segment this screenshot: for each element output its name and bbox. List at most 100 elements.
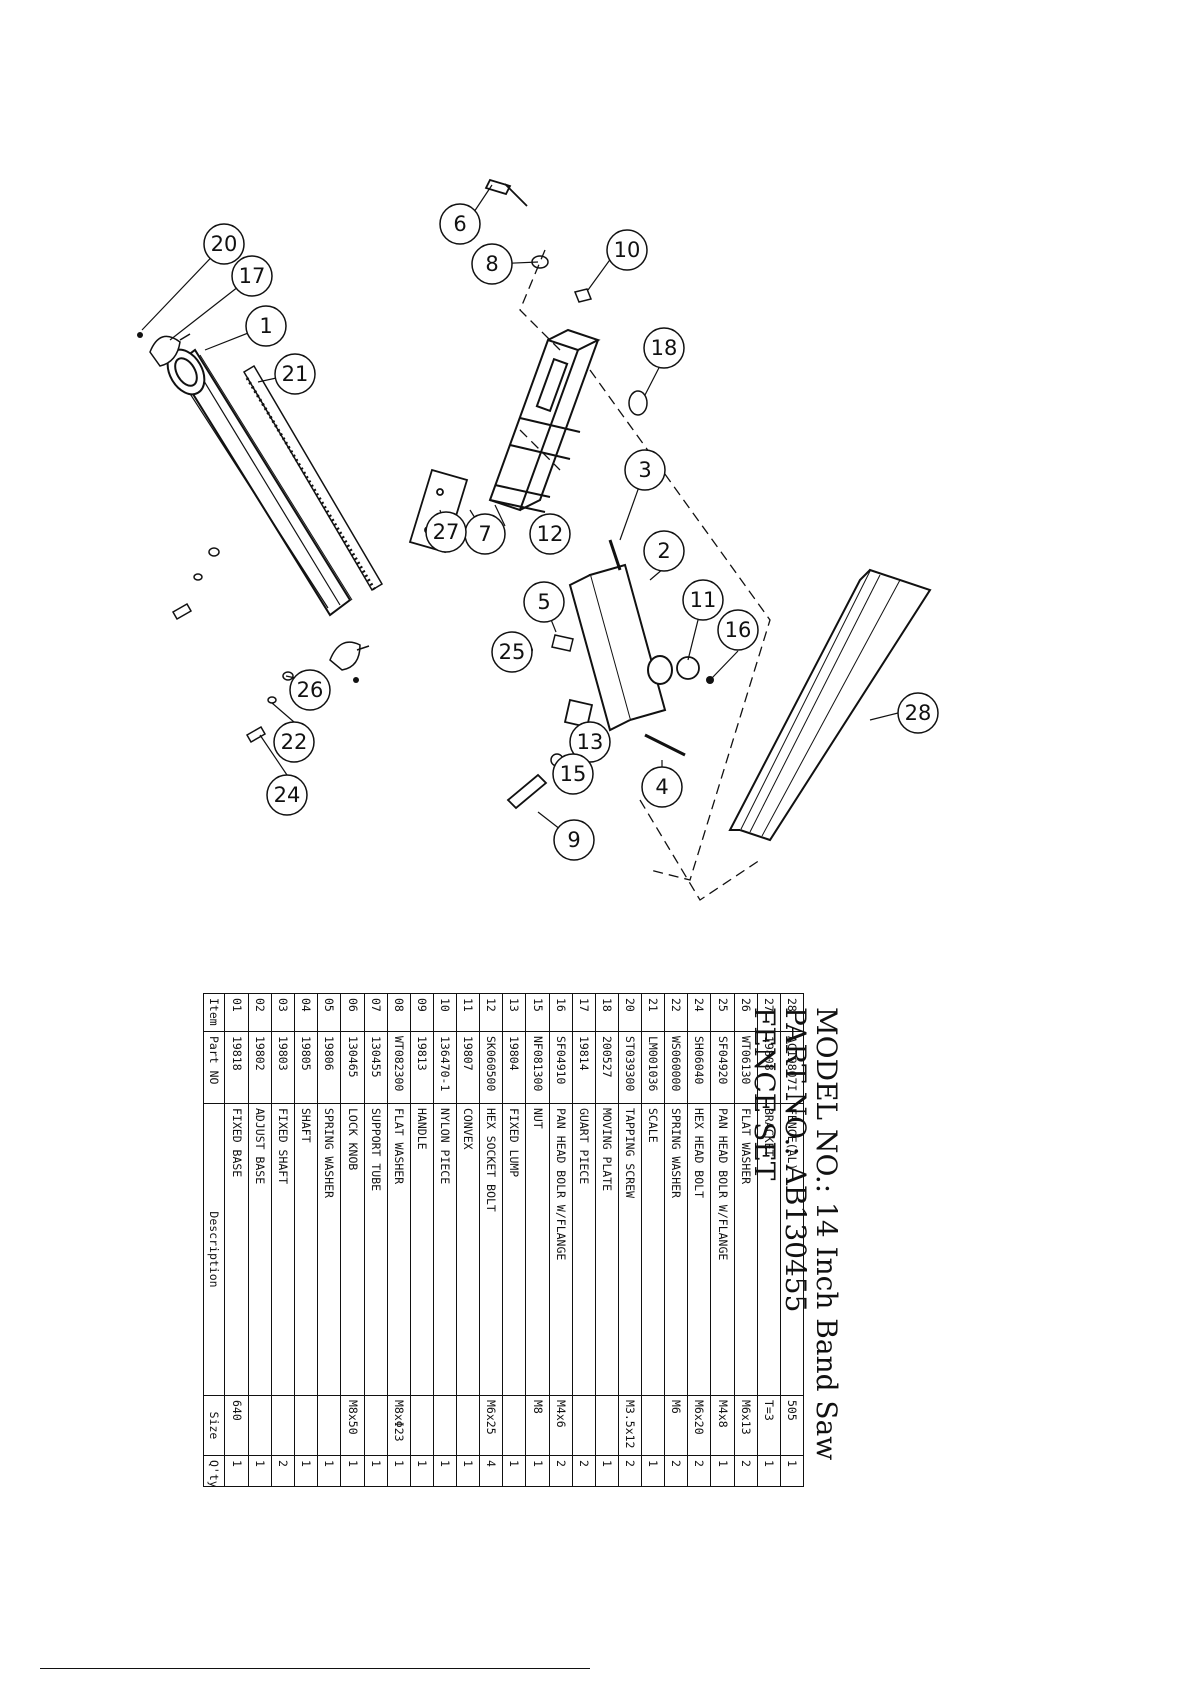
cell-qty: 1	[294, 1455, 318, 1487]
cell-size: 640	[225, 1395, 249, 1456]
cell-qty: 2	[734, 1455, 758, 1487]
cell-item: 02	[248, 993, 272, 1032]
callout-3: 3	[624, 449, 666, 491]
part-fixed-base-rail	[166, 348, 353, 617]
cell-size: M6x25	[479, 1395, 503, 1456]
cell-item: 17	[572, 993, 596, 1032]
cell-qty: 2	[549, 1455, 573, 1487]
cell-qty: 1	[317, 1455, 341, 1487]
cell-description: SHAFT	[294, 1103, 318, 1396]
cell-part-no: 19807	[456, 1031, 480, 1104]
cell-qty: 2	[572, 1455, 596, 1487]
cell-size	[248, 1395, 272, 1456]
svg-text:25: 25	[499, 640, 526, 664]
cell-part-no: SK060500	[479, 1031, 503, 1104]
cell-size	[595, 1395, 619, 1456]
cell-part-no: 19806	[317, 1031, 341, 1104]
callout-6: 6	[439, 203, 481, 245]
cell-description: FIXED SHAFT	[271, 1103, 295, 1396]
svg-text:18: 18	[651, 336, 678, 360]
cell-item: 11	[456, 993, 480, 1032]
cell-size	[410, 1395, 434, 1456]
parts-table-header-row: Item Part NO Description Size Q'ty	[203, 993, 225, 1487]
callout-7: 7	[464, 513, 506, 555]
cell-qty: 1	[433, 1455, 457, 1487]
cell-part-no: SF04910	[549, 1031, 573, 1104]
cell-part-no: WT082300	[387, 1031, 411, 1104]
callout-17: 17	[231, 255, 273, 297]
cell-description: FLAT WASHER	[734, 1103, 758, 1396]
part-rail-bolts	[171, 547, 294, 744]
cell-size: M8xΦ23	[387, 1395, 411, 1456]
cell-size	[271, 1395, 295, 1456]
cell-size: M6x13	[734, 1395, 758, 1456]
cell-size: M6	[664, 1395, 688, 1456]
svg-text:28: 28	[905, 701, 932, 725]
cell-item: 21	[641, 993, 665, 1032]
cell-item: 05	[317, 993, 341, 1032]
cell-description: SPRING WASHER	[664, 1103, 688, 1396]
cell-size	[294, 1395, 318, 1456]
callout-15: 15	[552, 753, 594, 795]
cell-size	[317, 1395, 341, 1456]
callout-18: 18	[643, 327, 685, 369]
cell-description: FLAT WASHER	[387, 1103, 411, 1396]
part-spring-washer	[551, 634, 574, 652]
cell-item: 28	[780, 993, 804, 1032]
part-scale-strip	[242, 364, 384, 593]
cell-part-no: 136470-1	[433, 1031, 457, 1104]
svg-text:8: 8	[485, 252, 498, 276]
cell-description: NUT	[526, 1103, 550, 1396]
cell-description: HANDLE	[410, 1103, 434, 1396]
cell-item: 25	[711, 993, 735, 1032]
cell-size: 505	[780, 1395, 804, 1456]
cell-item: 03	[271, 993, 295, 1032]
callout-21: 21	[274, 353, 316, 395]
cell-qty: 2	[618, 1455, 642, 1487]
svg-text:17: 17	[239, 264, 266, 288]
header-item: Item	[203, 993, 225, 1032]
cell-description: ADJUST BASE	[248, 1103, 272, 1396]
cell-description: HEX HEAD BOLT	[687, 1103, 711, 1396]
cell-qty: 1	[641, 1455, 665, 1487]
cell-qty: 1	[387, 1455, 411, 1487]
cell-part-no: ST039300	[618, 1031, 642, 1104]
cell-description: PAN HEAD BOLR W/FLANGE	[711, 1103, 735, 1396]
cell-size	[456, 1395, 480, 1456]
cell-item: 22	[664, 993, 688, 1032]
cell-size	[641, 1395, 665, 1456]
part-shaft	[644, 733, 686, 757]
svg-text:4: 4	[655, 775, 668, 799]
cell-size	[433, 1395, 457, 1456]
callout-26: 26	[289, 669, 331, 711]
svg-text:15: 15	[560, 762, 587, 786]
cell-description: FENCE(AL)	[780, 1103, 804, 1396]
part-support-tube	[488, 328, 601, 512]
callout-22: 22	[273, 721, 315, 763]
svg-text:2: 2	[657, 539, 670, 563]
svg-text:20: 20	[211, 232, 238, 256]
callout-25: 25	[491, 631, 533, 673]
cell-qty: 2	[271, 1455, 295, 1487]
callout-24: 24	[266, 774, 308, 816]
cell-qty: 2	[687, 1455, 711, 1487]
cell-size: M3.5x12	[618, 1395, 642, 1456]
cell-qty: 4	[479, 1455, 503, 1487]
cell-description: FIXED BASE	[225, 1103, 249, 1396]
cell-qty: 1	[341, 1455, 365, 1487]
svg-text:13: 13	[577, 730, 604, 754]
